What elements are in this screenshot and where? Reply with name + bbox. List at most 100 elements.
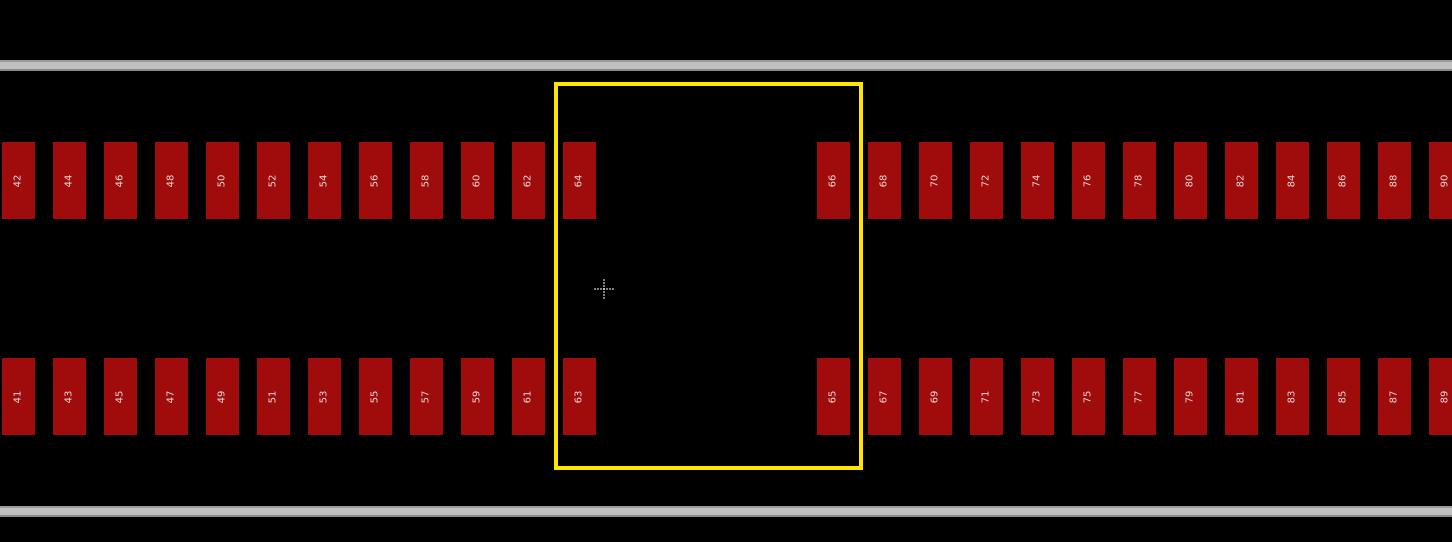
pad-54[interactable]: 54 bbox=[308, 142, 341, 219]
pad-label: 83 bbox=[1286, 390, 1298, 403]
pad-70[interactable]: 70 bbox=[919, 142, 952, 219]
pad-label: 59 bbox=[471, 390, 483, 403]
pad-label: 69 bbox=[929, 390, 941, 403]
pad-71[interactable]: 71 bbox=[970, 358, 1003, 435]
pad-90[interactable]: 90 bbox=[1429, 142, 1452, 219]
pad-label: 53 bbox=[318, 390, 330, 403]
pad-label: 88 bbox=[1388, 174, 1400, 187]
pad-label: 50 bbox=[216, 174, 228, 187]
pad-label: 49 bbox=[216, 390, 228, 403]
pad-85[interactable]: 85 bbox=[1327, 358, 1360, 435]
pad-59[interactable]: 59 bbox=[461, 358, 494, 435]
pad-label: 43 bbox=[63, 390, 75, 403]
pad-74[interactable]: 74 bbox=[1021, 142, 1054, 219]
pad-52[interactable]: 52 bbox=[257, 142, 290, 219]
pad-88[interactable]: 88 bbox=[1378, 142, 1411, 219]
pad-label: 67 bbox=[878, 390, 890, 403]
pad-label: 62 bbox=[522, 174, 534, 187]
pad-label: 48 bbox=[165, 174, 177, 187]
pad-68[interactable]: 68 bbox=[868, 142, 901, 219]
pad-label: 55 bbox=[369, 390, 381, 403]
pad-label: 72 bbox=[980, 174, 992, 187]
pad-label: 47 bbox=[165, 390, 177, 403]
pad-50[interactable]: 50 bbox=[206, 142, 239, 219]
pad-label: 73 bbox=[1031, 390, 1043, 403]
pad-49[interactable]: 49 bbox=[206, 358, 239, 435]
pad-58[interactable]: 58 bbox=[410, 142, 443, 219]
pad-label: 45 bbox=[114, 390, 126, 403]
pad-79[interactable]: 79 bbox=[1174, 358, 1207, 435]
pad-label: 68 bbox=[878, 174, 890, 187]
pad-57[interactable]: 57 bbox=[410, 358, 443, 435]
pad-72[interactable]: 72 bbox=[970, 142, 1003, 219]
component-outline[interactable] bbox=[554, 82, 863, 470]
pad-82[interactable]: 82 bbox=[1225, 142, 1258, 219]
pad-label: 80 bbox=[1184, 174, 1196, 187]
pad-81[interactable]: 81 bbox=[1225, 358, 1258, 435]
pad-83[interactable]: 83 bbox=[1276, 358, 1309, 435]
pad-label: 54 bbox=[318, 174, 330, 187]
pad-42[interactable]: 42 bbox=[2, 142, 35, 219]
pad-87[interactable]: 87 bbox=[1378, 358, 1411, 435]
pad-66[interactable]: 66 bbox=[817, 142, 850, 219]
pad-label: 56 bbox=[369, 174, 381, 187]
pad-78[interactable]: 78 bbox=[1123, 142, 1156, 219]
pad-label: 77 bbox=[1133, 390, 1145, 403]
pad-label: 71 bbox=[980, 390, 992, 403]
board-edge-bottom bbox=[0, 506, 1452, 517]
pad-61[interactable]: 61 bbox=[512, 358, 545, 435]
pad-43[interactable]: 43 bbox=[53, 358, 86, 435]
pad-label: 52 bbox=[267, 174, 279, 187]
pad-45[interactable]: 45 bbox=[104, 358, 137, 435]
pad-55[interactable]: 55 bbox=[359, 358, 392, 435]
pad-label: 76 bbox=[1082, 174, 1094, 187]
pad-48[interactable]: 48 bbox=[155, 142, 188, 219]
pad-label: 82 bbox=[1235, 174, 1247, 187]
pad-69[interactable]: 69 bbox=[919, 358, 952, 435]
pad-62[interactable]: 62 bbox=[512, 142, 545, 219]
pad-label: 60 bbox=[471, 174, 483, 187]
pad-44[interactable]: 44 bbox=[53, 142, 86, 219]
pad-label: 90 bbox=[1439, 174, 1451, 187]
pad-41[interactable]: 41 bbox=[2, 358, 35, 435]
pad-67[interactable]: 67 bbox=[868, 358, 901, 435]
pad-label: 85 bbox=[1337, 390, 1349, 403]
pad-60[interactable]: 60 bbox=[461, 142, 494, 219]
pad-84[interactable]: 84 bbox=[1276, 142, 1309, 219]
pad-label: 86 bbox=[1337, 174, 1349, 187]
pad-label: 89 bbox=[1439, 390, 1451, 403]
pad-56[interactable]: 56 bbox=[359, 142, 392, 219]
pad-label: 57 bbox=[420, 390, 432, 403]
pad-label: 46 bbox=[114, 174, 126, 187]
pad-86[interactable]: 86 bbox=[1327, 142, 1360, 219]
pad-65[interactable]: 65 bbox=[817, 358, 850, 435]
pad-label: 79 bbox=[1184, 390, 1196, 403]
pad-label: 51 bbox=[267, 390, 279, 403]
pad-label: 78 bbox=[1133, 174, 1145, 187]
pad-73[interactable]: 73 bbox=[1021, 358, 1054, 435]
pad-label: 58 bbox=[420, 174, 432, 187]
pad-47[interactable]: 47 bbox=[155, 358, 188, 435]
pad-label: 87 bbox=[1388, 390, 1400, 403]
pad-label: 75 bbox=[1082, 390, 1094, 403]
pad-label: 84 bbox=[1286, 174, 1298, 187]
pad-77[interactable]: 77 bbox=[1123, 358, 1156, 435]
pad-51[interactable]: 51 bbox=[257, 358, 290, 435]
pad-label: 41 bbox=[12, 390, 24, 403]
pad-64[interactable]: 64 bbox=[563, 142, 596, 219]
pad-label: 61 bbox=[522, 390, 534, 403]
pad-46[interactable]: 46 bbox=[104, 142, 137, 219]
pad-label: 44 bbox=[63, 174, 75, 187]
pad-label: 42 bbox=[12, 174, 24, 187]
pad-53[interactable]: 53 bbox=[308, 358, 341, 435]
pad-63[interactable]: 63 bbox=[563, 358, 596, 435]
pad-label: 70 bbox=[929, 174, 941, 187]
board-edge-top bbox=[0, 60, 1452, 71]
pad-label: 74 bbox=[1031, 174, 1043, 187]
pad-80[interactable]: 80 bbox=[1174, 142, 1207, 219]
pad-89[interactable]: 89 bbox=[1429, 358, 1452, 435]
pad-76[interactable]: 76 bbox=[1072, 142, 1105, 219]
pad-75[interactable]: 75 bbox=[1072, 358, 1105, 435]
pad-label: 81 bbox=[1235, 390, 1247, 403]
